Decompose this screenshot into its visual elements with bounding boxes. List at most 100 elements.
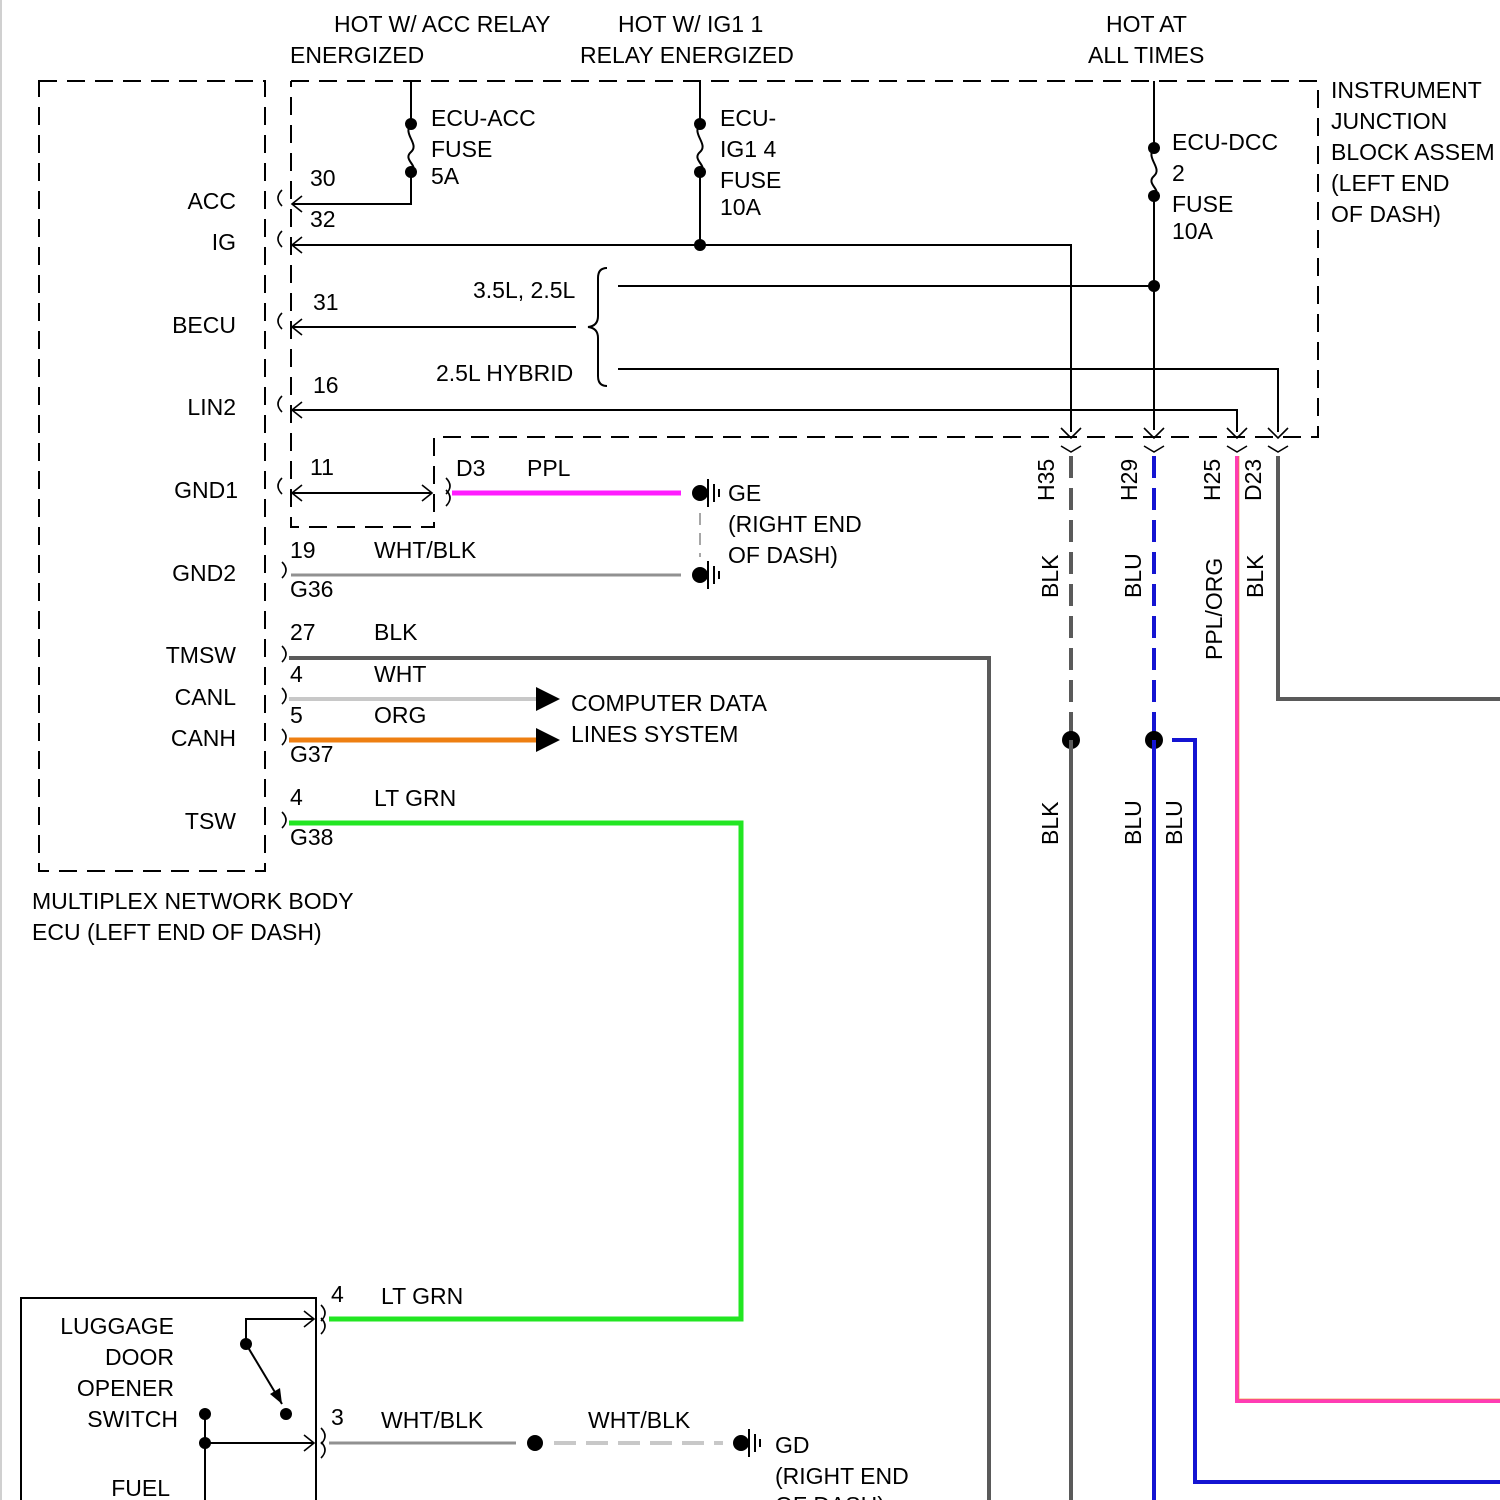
- wire-label-blk-tmsw: BLK: [374, 619, 418, 645]
- wire-label-wht-blk-1: WHT/BLK: [374, 537, 477, 563]
- junction-block-label-line5: OF DASH): [1331, 201, 1441, 227]
- d23-circuit: D23 BLK: [1240, 456, 1500, 699]
- pin-ig: IG: [212, 229, 236, 255]
- connector-g37: G37: [290, 741, 333, 767]
- ecu-label-line1: MULTIPLEX NETWORK BODY: [32, 888, 354, 914]
- ecu-dcc-fuse-line4: 10A: [1172, 218, 1214, 244]
- ecu-dcc-fuse-line1: ECU-DCC: [1172, 129, 1278, 155]
- ecu-dcc-fuse-line3: FUSE: [1172, 191, 1233, 217]
- pin-gnd2: GND2: [172, 560, 236, 586]
- luggage-switch-line1: LUGGAGE: [60, 1313, 174, 1339]
- luggage-switch-line2: DOOR: [105, 1344, 174, 1370]
- ground-ge-label: GE (RIGHT END OF DASH): [728, 480, 862, 568]
- pin-number-ig: 32: [310, 206, 336, 232]
- gnd2-circuit: WHT/BLK G36: [290, 537, 719, 602]
- pin-number-gnd2: 19: [290, 537, 316, 563]
- pin-number-acc: 30: [310, 165, 336, 191]
- acc-relay-label-line1: HOT W/ ACC RELAY: [334, 11, 550, 37]
- ecu-acc-fuse-line1: ECU-ACC: [431, 105, 536, 131]
- pin-canh: CANH: [171, 725, 236, 751]
- connector-h35: H35: [1033, 459, 1059, 501]
- connector-g38: G38: [290, 824, 333, 850]
- pin-becu: BECU: [172, 312, 236, 338]
- header-labels: HOT W/ ACC RELAY ENERGIZED HOT W/ IG1 1 …: [290, 11, 1204, 68]
- junction-block-label-line3: BLOCK ASSEM: [1331, 139, 1495, 165]
- pin-number-canh: 5: [290, 702, 303, 728]
- ground-ge-line1: GE: [728, 480, 761, 506]
- pin-tsw: TSW: [185, 808, 236, 834]
- connector-g36: G36: [290, 576, 333, 602]
- wire-label-wht-blk-2: WHT/BLK: [381, 1407, 484, 1433]
- ground-gd-line3: OF DASH): [775, 1492, 885, 1500]
- ground-gd-line1: GD: [775, 1432, 810, 1458]
- h29-circuit: H29 BLU BLU BLU: [1116, 456, 1500, 1500]
- ecu-ig1-fuse: ECU- IG1 4 FUSE 10A: [694, 81, 781, 251]
- ecu-ig1-fuse-line3: FUSE: [720, 167, 781, 193]
- wire-lt-grn: [289, 823, 741, 1319]
- engine-variant-2: 2.5L HYBRID: [436, 360, 573, 386]
- ecu-acc-fuse-line3: 5A: [431, 163, 460, 189]
- wire-label-blu-lower-2: BLU: [1161, 800, 1187, 845]
- ecu-ig1-fuse-line2: IG1 4: [720, 136, 776, 162]
- luggage-switch-line3: OPENER: [77, 1375, 174, 1401]
- pin-number-gnd1: 11: [310, 454, 334, 480]
- junction-block-label-line1: INSTRUMENT: [1331, 77, 1482, 103]
- wire-label-wht: WHT: [374, 661, 426, 687]
- tsw-circuit: LT GRN G38: [289, 785, 741, 1319]
- ecu-pin-arrows: [292, 196, 302, 418]
- ecu-label: MULTIPLEX NETWORK BODY ECU (LEFT END OF …: [32, 888, 354, 945]
- wire-label-blk-d23: BLK: [1242, 554, 1268, 598]
- hot-at-all-times-line2: ALL TIMES: [1088, 42, 1204, 68]
- gd-ground-circuit: WHT/BLK WHT/BLK GD (RIGHT END OF DASH): [329, 1407, 909, 1500]
- data-lines-line2: LINES SYSTEM: [571, 721, 738, 747]
- luggage-pin-3: 3: [331, 1404, 344, 1430]
- wire-label-ppl: PPL: [527, 455, 571, 481]
- pin-number-canl: 4: [290, 661, 303, 687]
- ecu-acc-fuse-line2: FUSE: [431, 136, 492, 162]
- wire-label-blu-h29: BLU: [1120, 553, 1146, 598]
- luggage-door-opener-switch: LUGGAGE DOOR OPENER SWITCH FUEL 4 3 LT G…: [21, 1281, 463, 1500]
- fuel-label: FUEL: [111, 1475, 170, 1500]
- pin-number-tsw: 4: [290, 784, 303, 810]
- ecu-ig1-fuse-line4: 10A: [720, 194, 762, 220]
- pin-number-becu: 31: [313, 289, 339, 315]
- junction-block-label-line2: JUNCTION: [1331, 108, 1447, 134]
- data-lines-line1: COMPUTER DATA: [571, 690, 768, 716]
- wire-label-ppl-org: PPL/ORG: [1201, 558, 1227, 660]
- luggage-pin-4: 4: [331, 1281, 344, 1307]
- pin-numbers: 30 32 31 16 11 19 27 4 5 4: [290, 165, 339, 810]
- junction-internal-wires: 3.5L, 2.5L 2.5L HYBRID: [292, 245, 1278, 432]
- ecu-dcc-fuse-line2: 2: [1172, 160, 1185, 186]
- junction-bottom-connectors: [1061, 428, 1288, 452]
- connector-d23: D23: [1240, 459, 1266, 501]
- tmsw-circuit: BLK: [289, 619, 989, 1500]
- ecu-dcc-fuse: ECU-DCC 2 FUSE 10A: [1148, 81, 1278, 430]
- junction-block-label-line4: (LEFT END: [1331, 170, 1449, 196]
- wire-label-wht-blk-3: WHT/BLK: [588, 1407, 691, 1433]
- h35-circuit: H35 BLK BLK: [1033, 456, 1080, 1500]
- ecu-label-line2: ECU (LEFT END OF DASH): [32, 919, 322, 945]
- ig1-relay-label-line2: RELAY ENERGIZED: [580, 42, 794, 68]
- connector-h25: H25: [1199, 459, 1225, 501]
- pin-number-tmsw: 27: [290, 619, 316, 645]
- wire-label-org: ORG: [374, 702, 426, 728]
- connector-h29: H29: [1116, 459, 1142, 501]
- ground-gd-line2: (RIGHT END: [775, 1463, 909, 1489]
- ecu-pin-labels: ACC IG BECU LIN2 GND1 GND2 TMSW CANL CAN…: [166, 188, 238, 834]
- pin-number-lin2: 16: [313, 372, 339, 398]
- pin-canl: CANL: [175, 684, 237, 710]
- pin-gnd1: GND1: [174, 477, 238, 503]
- connector-d3: D3: [456, 455, 485, 481]
- wire-label-lt-grn-2: LT GRN: [381, 1283, 463, 1309]
- ig1-relay-label-line1: HOT W/ IG1 1: [618, 11, 763, 37]
- hot-at-all-times-line1: HOT AT: [1106, 11, 1187, 37]
- can-circuit: WHT ORG G37 COMPUTER DATA LINES SYSTEM: [289, 661, 768, 767]
- ecu-connector-brackets: [278, 190, 286, 828]
- engine-variant-1: 3.5L, 2.5L: [473, 277, 576, 303]
- ground-ge-line3: OF DASH): [728, 542, 838, 568]
- wire-label-blk-h35-lower: BLK: [1037, 801, 1063, 845]
- pin-tmsw: TMSW: [166, 642, 237, 668]
- acc-relay-label-line2: ENERGIZED: [290, 42, 424, 68]
- wire-label-blu-lower-1: BLU: [1120, 800, 1146, 845]
